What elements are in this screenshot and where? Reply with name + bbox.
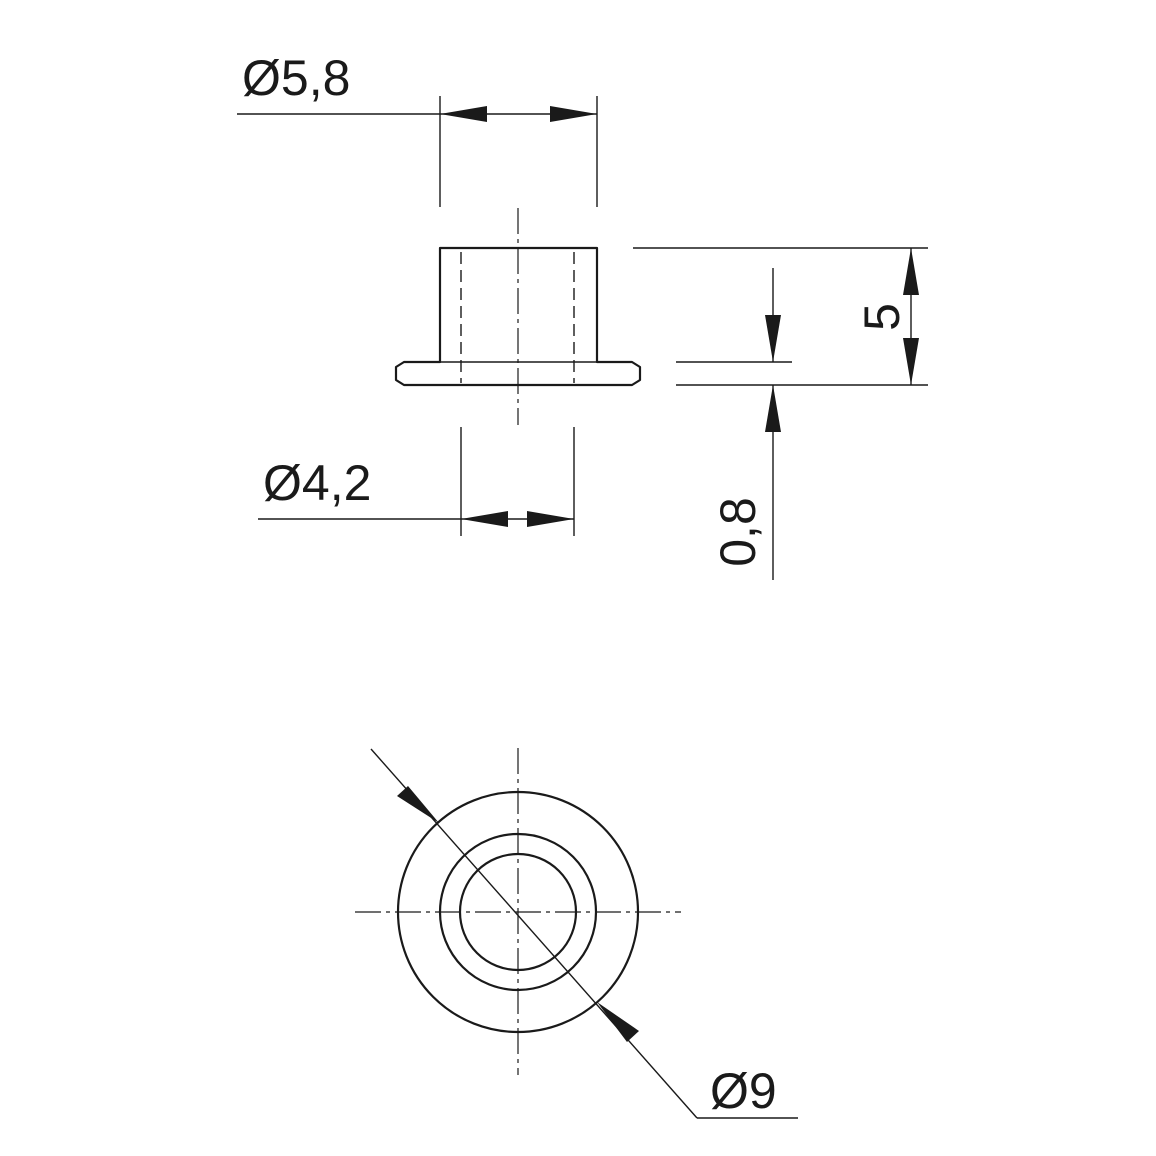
side-view	[394, 208, 642, 425]
dimension-bore: Ø4,2	[258, 427, 575, 536]
arrow-head	[461, 511, 508, 527]
arrow-head	[397, 786, 439, 823]
arrow-head	[550, 106, 597, 122]
dimension-total-height: 5	[633, 247, 928, 386]
dimension-flange-thickness: 0,8	[676, 268, 792, 580]
arrow-head	[597, 1002, 639, 1042]
arrow-head	[527, 511, 574, 527]
dimension-label: Ø4,2	[263, 455, 371, 511]
dimension-label: Ø5,8	[242, 50, 350, 106]
dimension-flange-outer: Ø9	[370, 748, 798, 1119]
arrow-head	[440, 106, 487, 122]
dimension-flange-bore: Ø5,8	[237, 50, 598, 207]
arrow-head	[765, 315, 781, 362]
arrow-head	[903, 248, 919, 295]
dimension-label: 0,8	[710, 497, 766, 567]
dimension-label: Ø9	[710, 1063, 777, 1119]
dimension-label: 5	[854, 303, 910, 331]
arrow-head	[765, 385, 781, 432]
part-outline	[394, 246, 642, 387]
top-view	[355, 748, 681, 1075]
arrow-head	[903, 338, 919, 385]
